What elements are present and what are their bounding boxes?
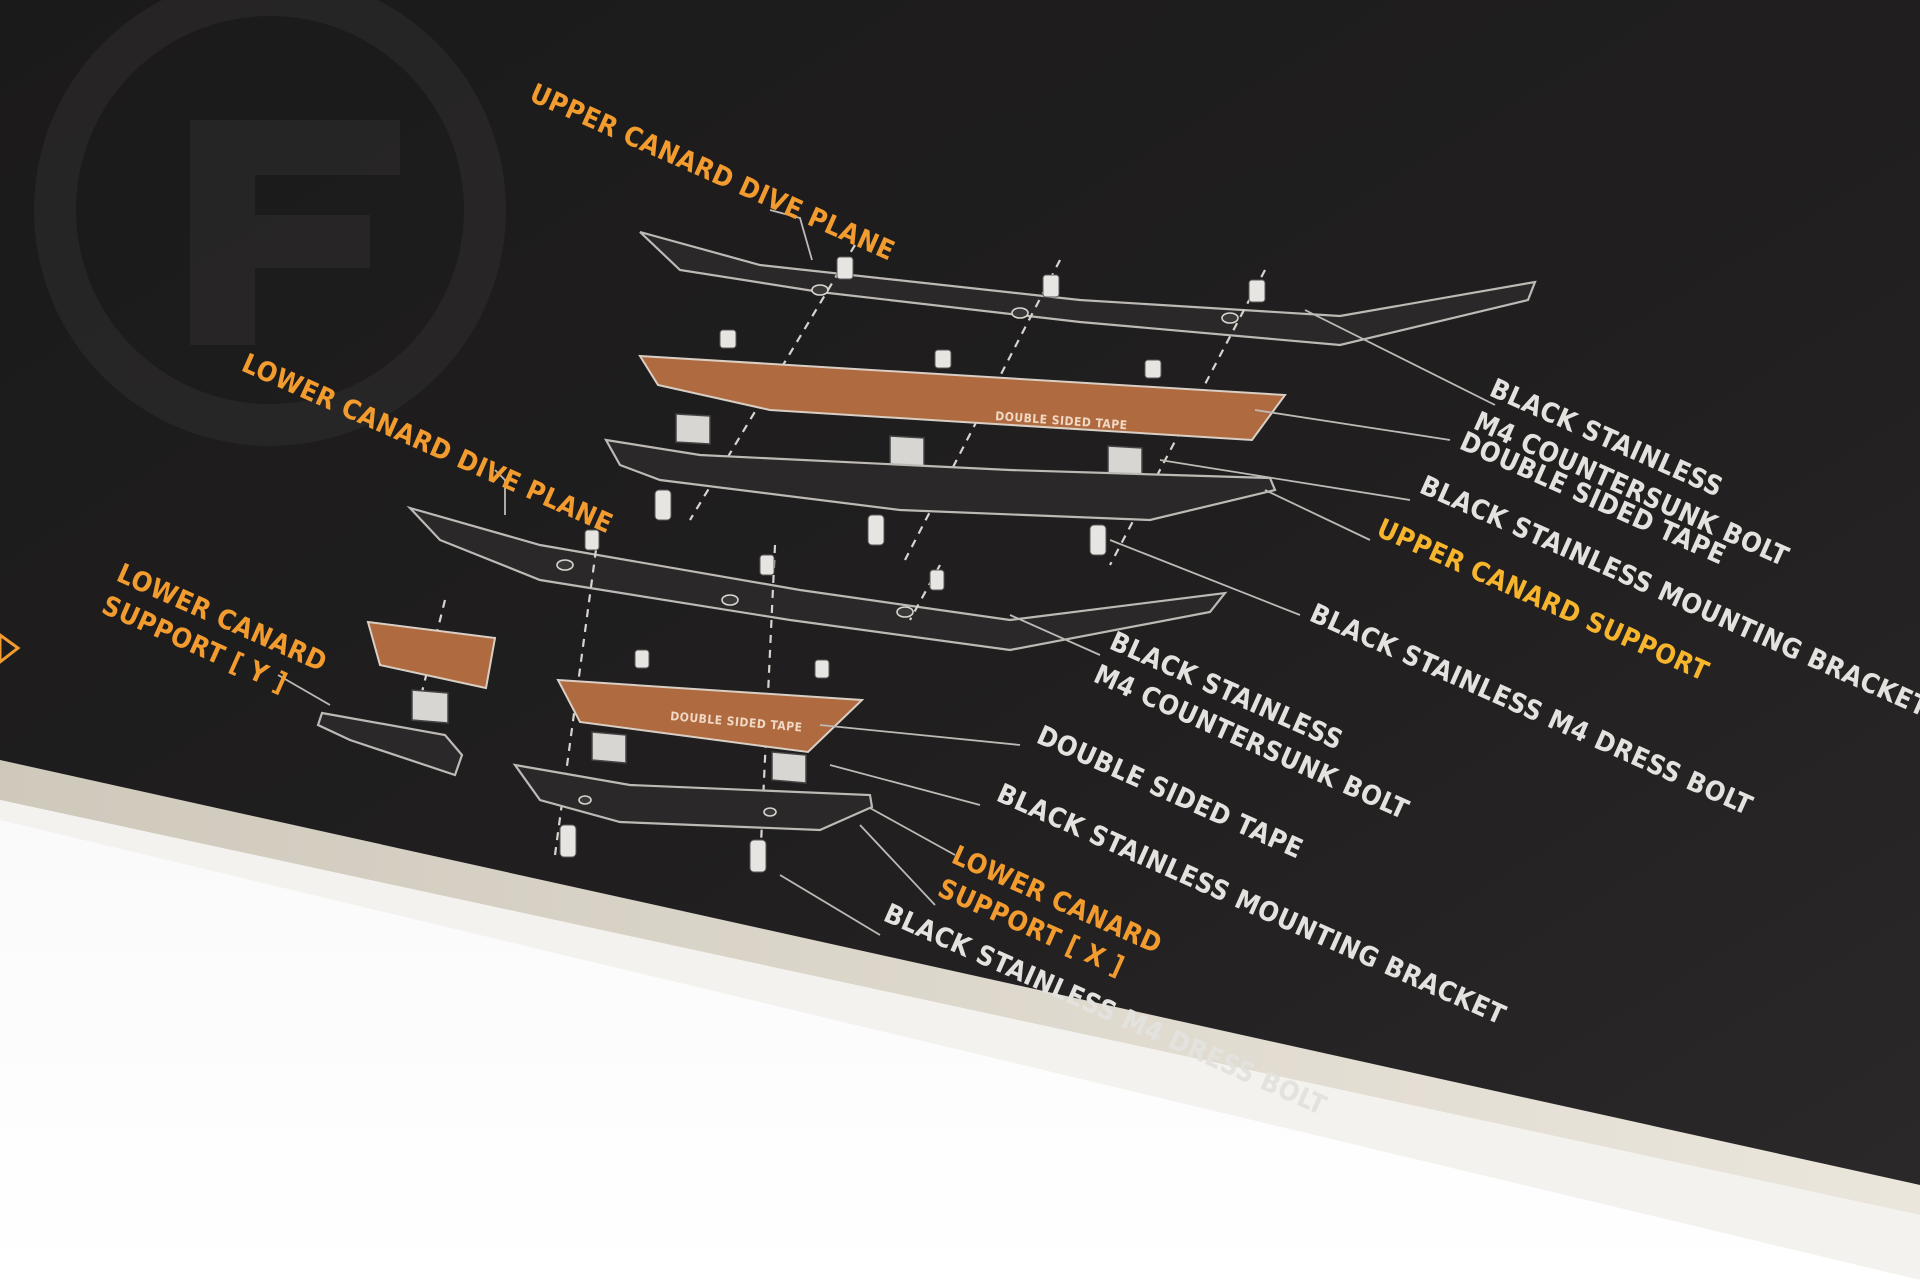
upper-plane-hole-1 [811,284,829,296]
lower-double-sided-tape [556,678,865,754]
lower-bracket-hole-2 [763,807,777,817]
cardboard-edge [0,760,1920,1215]
upper-mounting-bracket [603,438,1277,522]
box-top [0,0,1920,1185]
upper-plane-hole-3 [1221,312,1239,324]
lower-canard-dive-plane [406,505,1228,652]
leader-lines [277,209,1496,936]
lower-canard-support-y [316,711,464,777]
edge-logo-mark [0,633,21,664]
lower-dress-bolts [559,824,767,873]
watermark-logo [34,0,506,446]
upper-dress-bolts [654,489,1107,556]
lower-support-y-block [411,689,449,724]
lower-countersunk-bolts [584,529,945,679]
upper-canard-dive-plane [639,230,1537,347]
lower-mounting-bracket [512,763,874,832]
lower-plane-hole-3 [896,606,914,618]
upper-plane-hole-2 [1011,307,1029,319]
lower-plane-hole-1 [556,559,574,571]
upper-double-sided-tape [638,354,1287,442]
lower-assembly-line-3 [909,564,941,621]
lower-support-y-tape [366,620,497,690]
lower-bracket-blocks [591,731,807,784]
lower-plane-hole-2 [721,594,739,606]
upper-countersunk-bolts [719,256,1266,379]
box-bottom-edge [0,800,1920,1280]
lower-bracket-hole-1 [578,795,592,805]
